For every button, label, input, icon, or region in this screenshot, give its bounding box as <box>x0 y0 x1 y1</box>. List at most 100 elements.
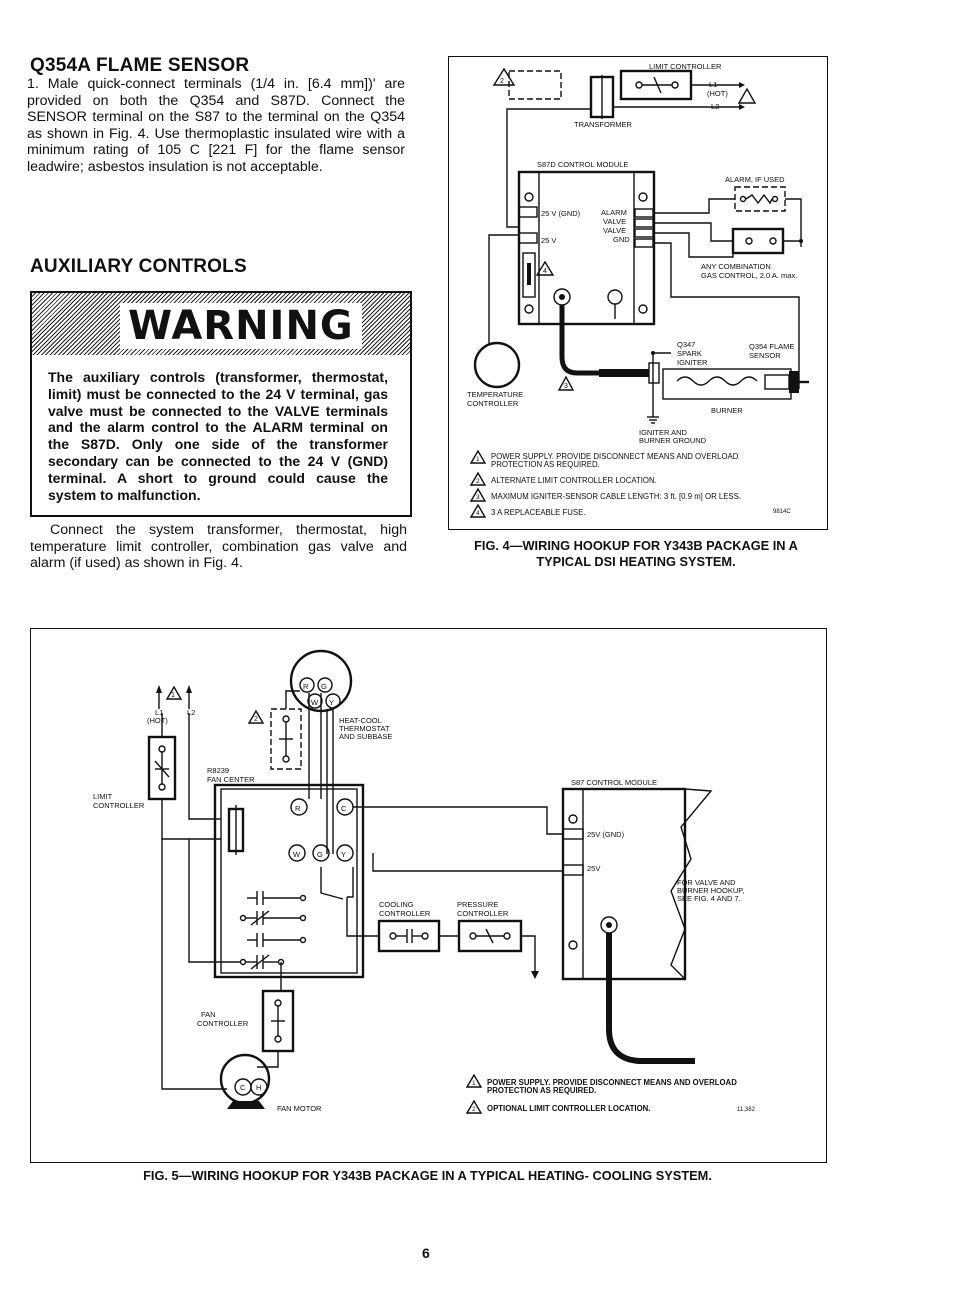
fig4-s87d-module <box>517 170 656 326</box>
fig4-flame-sensor <box>789 371 799 393</box>
fig5-limit-label1: LIMIT <box>93 792 113 801</box>
svg-text:3: 3 <box>476 494 480 501</box>
svg-text:C: C <box>240 1083 246 1092</box>
svg-text:G: G <box>317 850 323 859</box>
fig4-q347-label3: IGNITER <box>677 358 708 367</box>
fig5-diagram: 1 L1 L2 (HOT) LIMIT CONTROLLER R G W Y H… <box>93 649 756 1114</box>
fig4-notes: 1 POWER SUPPLY. PROVIDE DISCONNECT MEANS… <box>469 449 791 518</box>
fig4-note4: 3 A REPLACEABLE FUSE. <box>491 508 585 517</box>
fig4-ground-label1: IGNITER AND <box>639 428 688 437</box>
fig5-term-25v-gnd: 25V (GND) <box>587 830 625 839</box>
fig4-q354-label2: SENSOR <box>749 351 781 360</box>
fig5-frame: 1 L1 L2 (HOT) LIMIT CONTROLLER R G W Y H… <box>30 628 827 1163</box>
fig4-term-valve1: VALVE <box>603 217 626 226</box>
fig5-fancenter-label2: FAN CENTER <box>207 775 255 784</box>
fig4-limit-label: LIMIT CONTROLLER <box>649 62 722 71</box>
fig4-note4-marker <box>535 260 555 276</box>
fig5-fanctrl-label2: CONTROLLER <box>197 1019 249 1028</box>
fig5-thermostat-label3: AND SUBBASE <box>339 732 392 741</box>
fig5-l1-label: L1 <box>155 708 163 717</box>
fig4-note3: MAXIMUM IGNITER-SENSOR CABLE LENGTH: 3 f… <box>491 492 741 501</box>
fig5-limit-label2: CONTROLLER <box>93 801 145 810</box>
svg-text:4: 4 <box>476 510 480 517</box>
fig4-q347-label1: Q347 <box>677 340 695 349</box>
fig5-l2-label: L2 <box>187 708 195 717</box>
warning-box: WARNING The auxiliary controls (transfor… <box>30 291 412 517</box>
fig5-term-25v: 25V <box>587 864 600 873</box>
warning-title: WARNING <box>120 303 362 349</box>
fig4-caption-line1: FIG. 4—WIRING HOOKUP FOR Y343B PACKAGE I… <box>474 538 798 553</box>
fig4-diagram: 2 LIMIT CONTROLLER L1 (HOT) L2 TRANSFORM… <box>467 62 809 518</box>
svg-text:4: 4 <box>543 268 547 275</box>
fig4-term-valve2: VALVE <box>603 226 626 235</box>
flame-sensor-heading: Q354A FLAME SENSOR <box>30 55 250 76</box>
fig4-burner-label: BURNER <box>711 406 743 415</box>
fig5-note1-marker <box>165 685 183 700</box>
fig4-module-label: S87D CONTROL MODULE <box>537 160 628 169</box>
fig5-fancenter-label1: R8239 <box>207 766 229 775</box>
fig5-hot-label: (HOT) <box>147 716 168 725</box>
fig5-valve-hookup1: FOR VALVE AND <box>677 878 736 887</box>
svg-text:2: 2 <box>472 1106 476 1113</box>
fig5-fan-center <box>213 783 365 979</box>
fig5-note1-line1: POWER SUPPLY. PROVIDE DISCONNECT MEANS A… <box>487 1078 737 1087</box>
warning-text: The auxiliary controls (transformer, the… <box>48 369 388 503</box>
fig4-hot-label: (HOT) <box>707 89 728 98</box>
fig4-caption: FIG. 4—WIRING HOOKUP FOR Y343B PACKAGE I… <box>436 538 836 570</box>
fig5-note2: OPTIONAL LIMIT CONTROLLER LOCATION. <box>487 1104 650 1113</box>
fig4-fuse <box>522 252 536 298</box>
fig4-ground-label2: BURNER GROUND <box>639 436 707 445</box>
fig5-module-label: S87 CONTROL MODULE <box>571 778 657 787</box>
fig4-temperature-controller <box>473 341 521 389</box>
fig5-note2-marker <box>247 709 265 724</box>
fig5-code: 11,382 <box>737 1107 756 1113</box>
fig5-s87-module <box>561 787 687 981</box>
fig5-valve-hookup2: BURNER HOOKUP, <box>677 886 744 895</box>
svg-text:3: 3 <box>564 383 568 390</box>
flame-sensor-paragraph: 1. Male quick-connect terminals (1/4 in.… <box>27 76 405 175</box>
fig4-note3-marker <box>557 375 575 391</box>
svg-text:1: 1 <box>472 1080 476 1087</box>
fig5-note1-line2: PROTECTION AS REQUIRED. <box>487 1086 596 1095</box>
fig4-note1-marker <box>737 87 757 104</box>
fig4-term-25v: 25 V <box>541 236 556 245</box>
fig5-valve-hookup3: SEE FIG. 4 AND 7. <box>677 894 741 903</box>
fig4-gas-label2: GAS CONTROL, 2.0 A. max. <box>701 271 797 280</box>
auxiliary-controls-heading: AUXILIARY CONTROLS <box>30 256 247 277</box>
svg-text:H: H <box>256 1083 261 1092</box>
page-number: 6 <box>422 1245 430 1261</box>
svg-text:2: 2 <box>500 78 504 85</box>
fig5-pressure-label1: PRESSURE <box>457 900 498 909</box>
fig4-term-25v-gnd: 25 V (GND) <box>541 209 581 218</box>
fig4-alarm-label: ALARM, IF USED <box>725 175 785 184</box>
fig5-pressure-label2: CONTROLLER <box>457 909 509 918</box>
fig4-spark-igniter <box>599 369 649 377</box>
fig4-gas-label1: ANY COMBINATION <box>701 262 771 271</box>
svg-text:1: 1 <box>476 456 480 463</box>
fig5-cooling-controller <box>377 919 441 953</box>
fig4-caption-line2: TYPICAL DSI HEATING SYSTEM. <box>536 554 736 569</box>
fig4-code: 9814C <box>773 509 791 515</box>
fig5-thermostat-label1: HEAT-COOL <box>339 716 382 725</box>
svg-text:R: R <box>303 682 309 691</box>
svg-text:2: 2 <box>254 716 258 723</box>
fig4-tempctrl-label1: TEMPERATURE <box>467 390 523 399</box>
fig5-notes: 1 POWER SUPPLY. PROVIDE DISCONNECT MEANS… <box>465 1073 756 1114</box>
fig4-note1-line1: POWER SUPPLY. PROVIDE DISCONNECT MEANS A… <box>491 452 739 461</box>
svg-text:G: G <box>321 682 327 691</box>
fig4-tempctrl-label2: CONTROLLER <box>467 399 519 408</box>
fig4-q347-label2: SPARK <box>677 349 702 358</box>
fig4-term-gnd: GND <box>613 235 630 244</box>
svg-text:1: 1 <box>171 692 175 699</box>
fig4-l1-label: L1 <box>709 80 717 89</box>
fig4-note2-marker <box>492 67 516 86</box>
fig5-thermostat-label2: THERMOSTAT <box>339 724 390 733</box>
fig4-note2: ALTERNATE LIMIT CONTROLLER LOCATION. <box>491 476 657 485</box>
svg-text:2: 2 <box>476 478 480 485</box>
fig4-note1-line2: PROTECTION AS REQUIRED. <box>491 460 600 469</box>
fig4-alt-limit-box <box>508 70 562 100</box>
svg-text:R: R <box>295 804 301 813</box>
fig5-cooling-label2: CONTROLLER <box>379 909 431 918</box>
fig4-burner <box>662 368 792 400</box>
svg-text:C: C <box>341 804 347 813</box>
